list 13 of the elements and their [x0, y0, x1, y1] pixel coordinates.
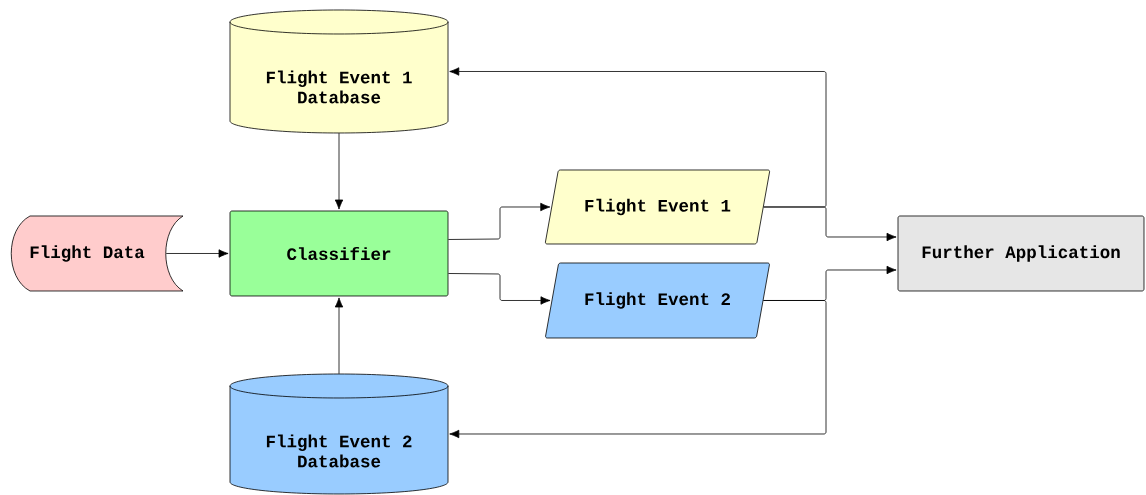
arrow [165, 249, 229, 258]
arrow [334, 297, 344, 375]
arrow [448, 202, 551, 240]
arrow [334, 132, 344, 210]
data-parallelogram: Flight Event 2 [545, 262, 770, 339]
process-box: Further Application [897, 215, 1145, 292]
database-cylinder: Flight Event 2 Database [229, 373, 449, 495]
arrow [448, 273, 551, 305]
database-cylinder: Flight Event 1 Database [229, 9, 449, 134]
process-box: Classifier [229, 210, 449, 297]
arrow [449, 67, 827, 208]
data-parallelogram: Flight Event 1 [545, 169, 770, 245]
arrow [449, 300, 827, 439]
